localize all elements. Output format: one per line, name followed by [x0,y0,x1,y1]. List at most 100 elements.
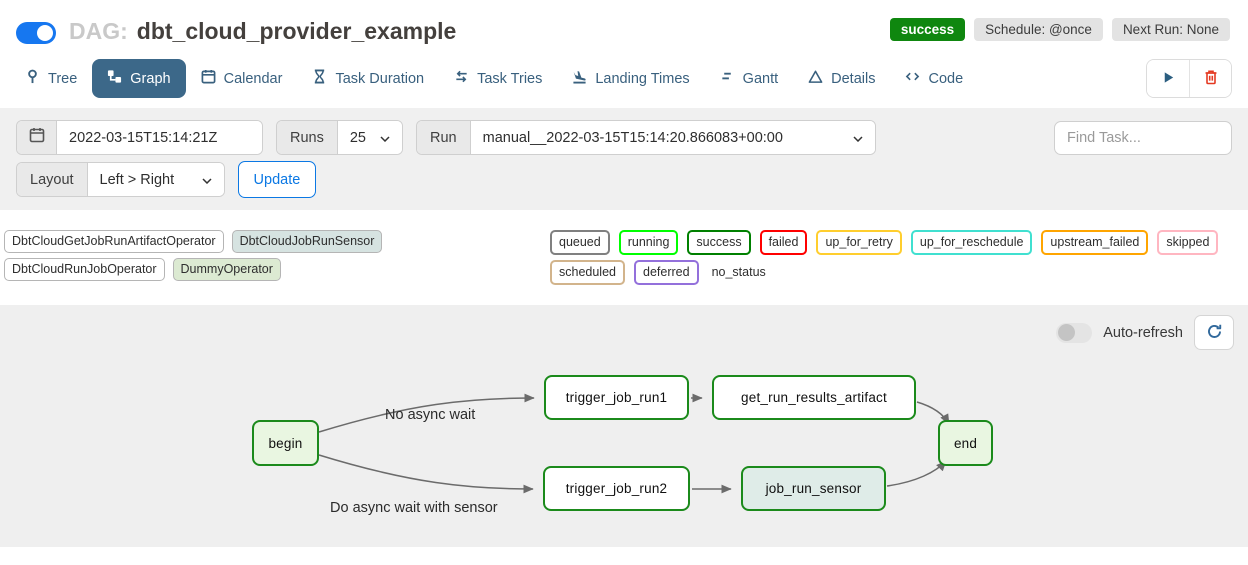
gantt-icon [720,69,735,88]
tab-task-tries[interactable]: Task Tries [439,59,557,98]
header-badges: success Schedule: @once Next Run: None [889,18,1230,41]
dag-graph-panel: Auto-refresh No async wait Do async wait… [0,305,1248,547]
auto-refresh-toggle[interactable] [1056,322,1093,343]
operator-badge: DummyOperator [172,258,281,281]
tab-label: Tree [48,70,78,87]
runs-select[interactable]: 25 [337,121,402,154]
view-tabs: Tree Graph Calendar Task Duration Task T… [0,45,1248,98]
layout-select[interactable]: Left > Right [87,163,224,196]
layout-label: Layout [17,163,88,196]
run-group: Run manual__2022-03-15T15:14:20.866083+0… [416,120,876,155]
tab-label: Task Duration [335,70,425,87]
tab-code[interactable]: Code [890,59,978,98]
state-badge-up-for-reschedule: up_for_reschedule [910,230,1033,255]
state-badge-upstream-failed: upstream_failed [1041,230,1149,255]
dag-title-row: DAG: dbt_cloud_provider_example [69,18,456,45]
tab-graph[interactable]: Graph [92,59,186,98]
calendar-picker-button[interactable] [17,121,57,154]
dag-actions-group [1146,59,1232,98]
legend: DbtCloudGetJobRunArtifactOperator DbtClo… [0,210,1248,297]
run-label: Run [417,121,471,154]
edge-begin-trigger1 [318,393,535,433]
tab-label: Graph [130,70,171,87]
update-button[interactable]: Update [237,161,317,198]
tab-label: Task Tries [477,70,543,87]
dag-header: DAG: dbt_cloud_provider_example success … [0,0,1248,45]
tab-tree[interactable]: Tree [10,59,92,98]
triangle-icon [808,69,823,88]
operator-legend: DbtCloudGetJobRunArtifactOperator DbtClo… [4,230,550,281]
runs-label: Runs [277,121,338,154]
auto-refresh-label: Auto-refresh [1103,324,1183,341]
operator-badge: DbtCloudGetJobRunArtifactOperator [4,230,224,253]
refresh-button[interactable] [1194,315,1234,350]
edge-sensor-end [886,460,947,487]
toggle-knob [1058,324,1076,341]
dag-node-job-run-sensor[interactable]: job_run_sensor [741,466,886,511]
dag-pause-toggle[interactable] [16,22,56,44]
tab-label: Calendar [223,70,283,87]
tab-details[interactable]: Details [793,59,890,98]
delete-dag-button[interactable] [1189,60,1231,97]
dag-node-end[interactable]: end [938,420,993,466]
tab-calendar[interactable]: Calendar [186,59,298,98]
play-icon [1161,70,1176,88]
layout-group: Layout Left > Right [16,162,225,197]
tab-task-duration[interactable]: Task Duration [297,59,439,98]
dag-prefix-label: DAG: [69,18,128,44]
find-task-input[interactable] [1054,120,1232,155]
code-icon [905,69,920,88]
dag-node-trigger-job-run1[interactable]: trigger_job_run1 [544,375,689,420]
hourglass-icon [312,69,327,88]
edge-label-no-async: No async wait [385,407,476,423]
repeat-icon [454,69,469,88]
toggle-knob [37,25,53,41]
execution-date-input[interactable] [57,121,262,154]
state-badge-skipped: skipped [1157,230,1219,255]
state-badge-scheduled: scheduled [550,260,625,285]
dag-node-trigger-job-run2[interactable]: trigger_job_run2 [543,466,690,511]
next-run-badge: Next Run: None [1111,18,1230,41]
state-badge-queued: queued [550,230,610,255]
run-select-value: manual__2022-03-15T15:14:20.866083+00:00 [482,129,783,146]
tab-landing-times[interactable]: Landing Times [557,59,704,98]
status-badge[interactable]: success [889,18,966,41]
layout-select-value: Left > Right [99,171,175,188]
dag-node-get-run-results-artifact[interactable]: get_run_results_artifact [712,375,916,420]
state-legend: queued running success failed up_for_ret… [550,230,1244,285]
state-badge-deferred: deferred [634,260,699,285]
chevron-down-icon [853,130,863,146]
chevron-down-icon [380,130,390,146]
trigger-dag-button[interactable] [1147,60,1189,97]
operator-badge: DbtCloudRunJobOperator [4,258,165,281]
tab-label: Gantt [742,70,779,87]
run-select[interactable]: manual__2022-03-15T15:14:20.866083+00:00 [470,121,875,154]
runs-select-value: 25 [349,129,366,146]
trash-icon [1203,69,1219,88]
tree-icon [25,69,40,88]
auto-refresh-controls: Auto-refresh [1056,315,1234,350]
edge-begin-trigger2 [318,454,534,494]
dag-edges [318,393,950,494]
tab-gantt[interactable]: Gantt [705,59,793,98]
tab-label: Code [928,70,964,87]
graph-icon [107,69,122,88]
schedule-badge: Schedule: @once [974,18,1103,41]
calendar-icon [201,69,216,88]
chevron-down-icon [202,172,212,188]
dag-node-begin[interactable]: begin [252,420,319,466]
filter-row-2: Layout Left > Right Update [16,161,1232,198]
execution-date-group [16,120,263,155]
edge-label-async-sensor: Do async wait with sensor [330,500,498,516]
state-badge-no-status: no_status [711,265,766,279]
plane-landing-icon [572,69,587,88]
refresh-icon [1206,323,1223,343]
filter-panel: Runs 25 Run manual__2022-03-15T15:14:20.… [0,108,1248,210]
dag-edges-canvas [318,393,950,494]
tab-label: Details [831,70,876,87]
filter-row-1: Runs 25 Run manual__2022-03-15T15:14:20.… [16,120,1232,155]
operator-badge: DbtCloudJobRunSensor [231,230,383,253]
state-badge-up-for-retry: up_for_retry [816,230,902,255]
state-badge-success: success [687,230,751,255]
runs-group: Runs 25 [276,120,403,155]
